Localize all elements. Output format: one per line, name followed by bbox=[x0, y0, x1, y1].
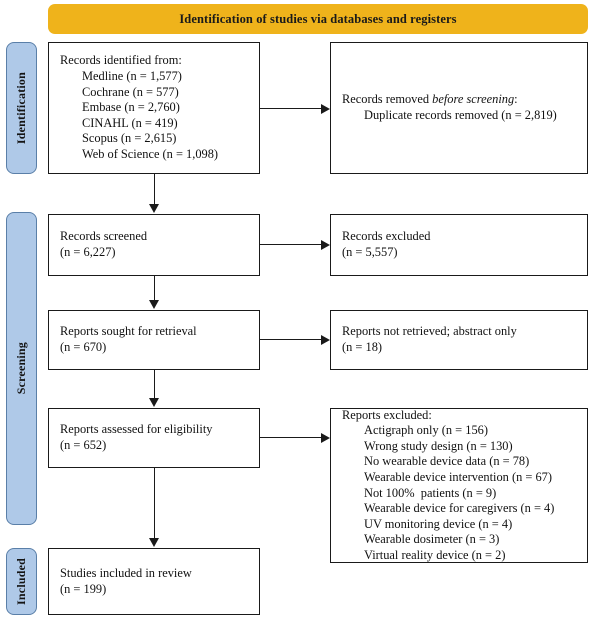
arrowhead-identified-to-removed bbox=[321, 104, 330, 114]
reports-excluded-item-uv-monitoring: UV monitoring device (n = 4) bbox=[364, 516, 513, 531]
records-identified-item-cochrane: Cochrane (n = 577) bbox=[82, 84, 179, 99]
arrowhead-screened-to-excluded bbox=[321, 240, 330, 250]
box-reports-sought: Reports sought for retrieval (n = 670) bbox=[48, 310, 260, 370]
box-records-screened: Records screened (n = 6,227) bbox=[48, 214, 260, 276]
stage-label-screening: Screening bbox=[6, 212, 37, 525]
box-records-removed: Records removed before screening: Duplic… bbox=[330, 42, 588, 174]
arrowhead-sought-to-not-retrieved bbox=[321, 335, 330, 345]
diagram-header-banner: Identification of studies via databases … bbox=[48, 4, 588, 34]
reports-sought-count: (n = 670) bbox=[60, 340, 107, 354]
connector-sought-to-assessed bbox=[153, 370, 155, 399]
reports-excluded-item-wrong-design: Wrong study design (n = 130) bbox=[364, 438, 513, 453]
arrowhead-sought-to-assessed bbox=[149, 398, 159, 407]
connector-identified-to-screened bbox=[153, 174, 155, 205]
connector-identified-to-removed bbox=[260, 108, 322, 110]
records-identified-item-web-of-science: Web of Science (n = 1,098) bbox=[82, 146, 219, 161]
records-removed-heading: Records removed before screening: bbox=[342, 92, 579, 108]
box-reports-not-retrieved: Reports not retrieved; abstract only (n … bbox=[330, 310, 588, 370]
records-identified-item-embase: Embase (n = 2,760) bbox=[82, 100, 180, 115]
reports-excluded-heading: Reports excluded: bbox=[342, 407, 432, 422]
stage-label-identification-text: Identification bbox=[14, 71, 28, 145]
records-excluded-label: Records excluded bbox=[342, 229, 431, 244]
studies-included-label: Studies included in review bbox=[60, 565, 192, 580]
box-reports-assessed: Reports assessed for eligibility (n = 65… bbox=[48, 408, 260, 468]
reports-excluded-item-caregivers: Wearable device for caregivers (n = 4) bbox=[364, 501, 555, 516]
diagram-header-title: Identification of studies via databases … bbox=[179, 11, 457, 26]
reports-excluded-item-no-device-data: No wearable device data (n = 78) bbox=[364, 454, 530, 469]
reports-excluded-item-device-intervention: Wearable device intervention (n = 67) bbox=[364, 469, 552, 484]
connector-assessed-to-included bbox=[153, 468, 155, 539]
arrowhead-identified-to-screened bbox=[149, 204, 159, 213]
records-removed-heading-italic: before screening bbox=[432, 92, 515, 107]
connector-screened-to-excluded bbox=[260, 244, 322, 246]
stage-label-included: Included bbox=[6, 548, 37, 615]
stage-label-identification: Identification bbox=[6, 42, 37, 174]
stage-label-screening-text: Screening bbox=[14, 342, 28, 395]
reports-excluded-item-virtual-reality: Virtual reality device (n = 2) bbox=[364, 547, 506, 562]
box-records-identified: Records identified from: Medline (n = 1,… bbox=[48, 42, 260, 174]
records-removed-heading-post: : bbox=[514, 92, 518, 107]
records-removed-heading-pre: Records removed bbox=[342, 92, 433, 107]
reports-assessed-label: Reports assessed for eligibility bbox=[60, 422, 213, 437]
reports-not-retrieved-label: Reports not retrieved; abstract only bbox=[342, 324, 517, 339]
connector-sought-to-not-retrieved bbox=[260, 339, 322, 341]
reports-excluded-item-actigraph: Actigraph only (n = 156) bbox=[364, 423, 488, 438]
records-identified-item-cinahl: CINAHL (n = 419) bbox=[82, 115, 178, 130]
studies-included-count: (n = 199) bbox=[60, 581, 107, 596]
reports-excluded-item-not-100-patients: Not 100% patients (n = 9) bbox=[364, 485, 497, 500]
arrowhead-assessed-to-reports-excluded bbox=[321, 433, 330, 443]
reports-assessed-count: (n = 652) bbox=[60, 438, 107, 452]
records-identified-item-scopus: Scopus (n = 2,615) bbox=[82, 131, 177, 146]
records-identified-heading: Records identified from: bbox=[60, 53, 182, 68]
stage-label-included-text: Included bbox=[14, 558, 28, 605]
records-screened-count: (n = 6,227) bbox=[60, 245, 116, 259]
box-reports-excluded-reasons: Reports excluded: Actigraph only (n = 15… bbox=[330, 408, 588, 563]
reports-sought-label: Reports sought for retrieval bbox=[60, 324, 197, 339]
box-studies-included: Studies included in review (n = 199) bbox=[48, 548, 260, 615]
records-removed-item-duplicates: Duplicate records removed (n = 2,819) bbox=[364, 108, 557, 122]
box-records-excluded: Records excluded (n = 5,557) bbox=[330, 214, 588, 276]
reports-not-retrieved-count: (n = 18) bbox=[342, 340, 383, 354]
reports-excluded-item-dosimeter: Wearable dosimeter (n = 3) bbox=[364, 532, 500, 547]
records-excluded-count: (n = 5,557) bbox=[342, 245, 398, 259]
connector-screened-to-sought bbox=[153, 276, 155, 301]
records-identified-item-medline: Medline (n = 1,577) bbox=[82, 69, 182, 84]
arrowhead-assessed-to-included bbox=[149, 538, 159, 547]
arrowhead-screened-to-sought bbox=[149, 300, 159, 309]
records-screened-label: Records screened bbox=[60, 229, 148, 244]
connector-assessed-to-reports-excluded bbox=[260, 437, 322, 439]
